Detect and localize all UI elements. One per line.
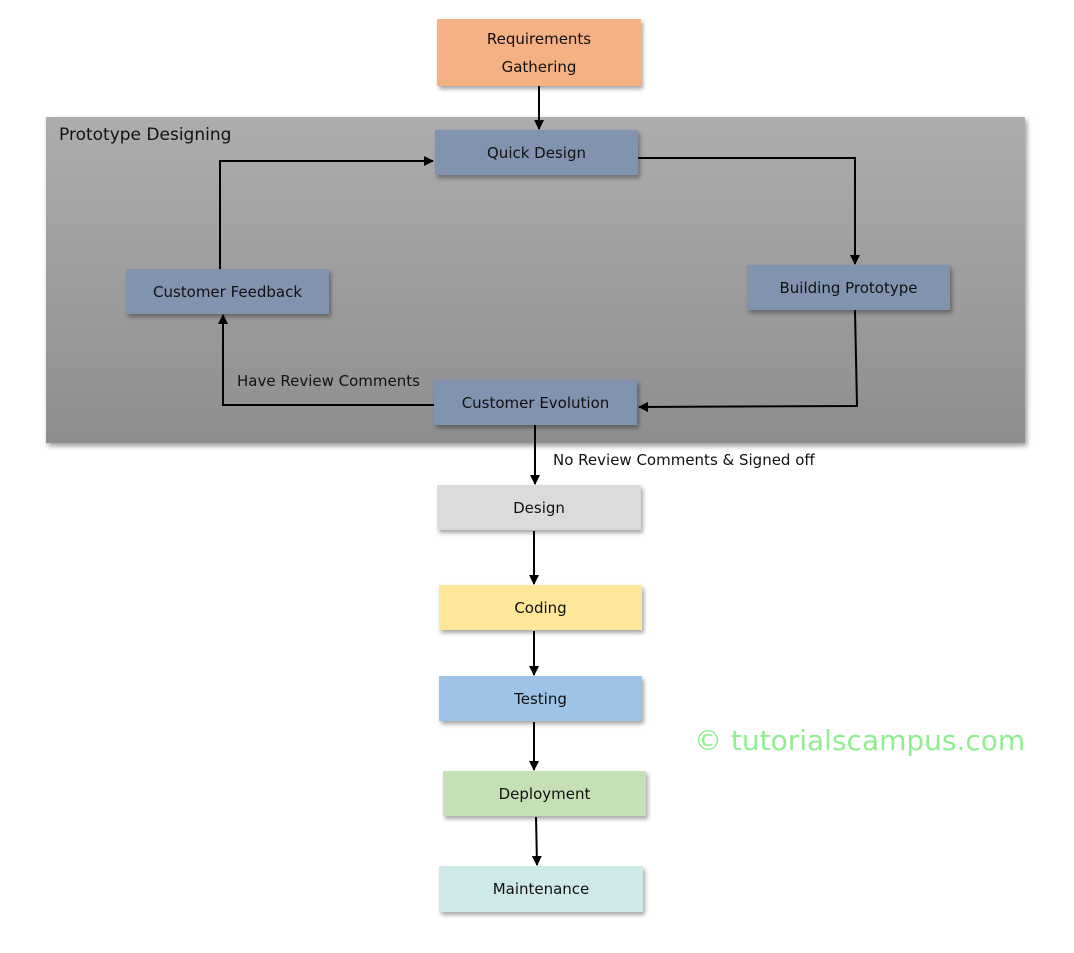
node-quick-design: Quick Design bbox=[435, 130, 638, 175]
arrow-quick-design-to-building-prototype bbox=[638, 157, 860, 265]
node-label: Testing bbox=[514, 689, 567, 708]
node-customer-feedback: Customer Feedback bbox=[126, 269, 329, 314]
node-building-prototype: Building Prototype bbox=[747, 265, 950, 310]
arrow-building-prototype-to-customer-evolution bbox=[638, 309, 859, 412]
arrow-deployment-to-maintenance bbox=[531, 816, 542, 866]
node-label: Quick Design bbox=[487, 143, 586, 162]
node-testing: Testing bbox=[439, 676, 642, 721]
node-coding: Coding bbox=[439, 585, 642, 630]
watermark: © tutorialscampus.com bbox=[694, 724, 1026, 757]
node-design: Design bbox=[437, 485, 641, 530]
node-label: Deployment bbox=[498, 784, 591, 803]
node-label: Maintenance bbox=[492, 880, 590, 898]
edge-label-review: Have Review Comments bbox=[237, 372, 420, 390]
node-maintenance: Maintenance bbox=[439, 866, 643, 912]
node-customer-evolution: Customer Evolution bbox=[434, 380, 637, 425]
node-deployment: Deployment bbox=[443, 771, 646, 816]
node-label: Customer Evolution bbox=[461, 393, 610, 412]
node-label: Design bbox=[513, 498, 565, 517]
node-label-line1: Requirements bbox=[486, 29, 592, 48]
arrow-customer-feedback-to-quick-design bbox=[219, 156, 434, 269]
node-label: Building Prototype bbox=[779, 278, 918, 297]
arrow-customer-evolution-to-customer-feedback bbox=[218, 314, 434, 406]
node-requirements-gathering: Requirements Gathering bbox=[437, 19, 641, 86]
node-label-line2: Gathering bbox=[501, 57, 577, 76]
node-label: Customer Feedback bbox=[152, 282, 303, 301]
node-label: Coding bbox=[514, 598, 567, 617]
region-title: Prototype Designing bbox=[59, 125, 232, 145]
edge-label-signed-off: No Review Comments & Signed off bbox=[553, 451, 815, 469]
